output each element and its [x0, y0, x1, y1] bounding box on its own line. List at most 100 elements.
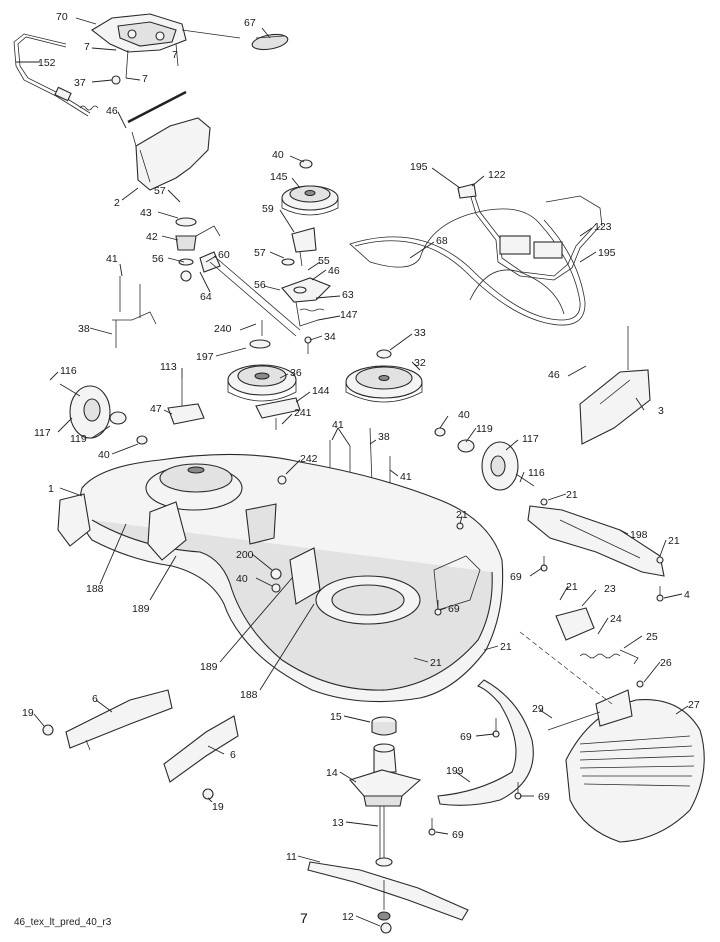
cable-152 [13, 33, 99, 117]
callout-41: 41 [106, 253, 118, 265]
callout-144: 144 [312, 385, 330, 397]
wheel-117-left [59, 383, 148, 445]
callout-123: 123 [594, 221, 612, 233]
callout-14: 14 [326, 767, 338, 779]
callout-32: 32 [414, 357, 426, 369]
callout-25: 25 [646, 631, 658, 643]
callout-12: 12 [342, 911, 354, 923]
bracket-144 [255, 397, 301, 430]
callout-29: 29 [532, 703, 544, 715]
callout-27: 27 [688, 699, 700, 711]
callout-42: 42 [146, 231, 158, 243]
callout-195: 195 [410, 161, 428, 173]
callout-56: 56 [152, 253, 164, 265]
idler-pulley-145 [281, 159, 339, 216]
callout-117: 117 [522, 433, 539, 445]
callout-195: 195 [598, 247, 616, 259]
callout-2: 2 [114, 197, 120, 209]
nut-37 [111, 75, 121, 85]
knob-67 [251, 33, 289, 51]
callout-55: 55 [318, 255, 330, 267]
callout-57: 57 [254, 247, 266, 259]
bolt-113-bracket-47 [167, 378, 205, 425]
callout-21: 21 [566, 581, 578, 593]
callout-3: 3 [658, 405, 664, 417]
callout-116: 116 [528, 467, 545, 479]
callout-189: 189 [200, 661, 218, 673]
callout-38: 38 [78, 323, 90, 335]
callout-38: 38 [378, 431, 390, 443]
idler-bracket-left [175, 217, 301, 337]
callout-21: 21 [430, 657, 442, 669]
belt-guard-2 [131, 117, 211, 191]
callout-21: 21 [500, 641, 512, 653]
callout-21: 21 [456, 509, 468, 521]
callout-119: 119 [70, 433, 87, 445]
callout-69: 69 [510, 571, 522, 583]
callout-56: 56 [254, 279, 266, 291]
blade-11 [307, 861, 469, 921]
wheel-117-right [434, 427, 535, 491]
callout-37: 37 [74, 77, 86, 89]
spring-rod [127, 90, 187, 124]
callout-240: 240 [214, 323, 232, 335]
callout-1: 1 [48, 483, 54, 495]
callout-34: 34 [324, 331, 336, 343]
callout-40: 40 [236, 573, 248, 585]
callout-117: 117 [34, 427, 51, 439]
callout-47: 47 [150, 403, 162, 415]
callout-23: 23 [604, 583, 616, 595]
callout-40: 40 [458, 409, 470, 421]
baffle-199 [437, 679, 534, 806]
callout-188: 188 [240, 689, 258, 701]
hardware-small [270, 475, 664, 934]
callout-19: 19 [22, 707, 34, 719]
callout-113: 113 [160, 361, 177, 373]
callout-7: 7 [172, 49, 178, 61]
callout-6: 6 [92, 693, 98, 705]
callout-21: 21 [566, 489, 578, 501]
callout-67: 67 [244, 17, 256, 29]
callout-36: 36 [290, 367, 302, 379]
callout-147: 147 [340, 309, 358, 321]
callout-69: 69 [452, 829, 464, 841]
callout-40: 40 [98, 449, 110, 461]
pulley-36 [227, 320, 297, 402]
callout-197: 197 [196, 351, 214, 363]
callout-199: 199 [446, 765, 464, 777]
callout-41: 41 [332, 419, 344, 431]
callout-69: 69 [538, 791, 550, 803]
idler-arm-55 [281, 277, 331, 354]
callout-241: 241 [294, 407, 312, 419]
mower-deck-housing-1 [57, 453, 504, 703]
callout-63: 63 [342, 289, 354, 301]
callout-60: 60 [218, 249, 230, 261]
callout-4: 4 [684, 589, 690, 601]
chute-bracket-23-spring-25 [519, 607, 639, 731]
callout-69: 69 [460, 731, 472, 743]
callout-19: 19 [212, 801, 224, 813]
callout-33: 33 [414, 327, 426, 339]
callout-145: 145 [270, 171, 288, 183]
callout-242: 242 [300, 453, 318, 465]
callout-41: 41 [400, 471, 412, 483]
callout-70: 70 [56, 11, 68, 23]
callout-7: 7 [84, 41, 90, 53]
callout-26: 26 [660, 657, 672, 669]
callout-15: 15 [330, 711, 342, 723]
spindle-assembly [349, 716, 422, 867]
callout-119: 119 [476, 423, 493, 435]
callout-189: 189 [132, 603, 150, 615]
callout-40: 40 [272, 149, 284, 161]
callout-198: 198 [630, 529, 648, 541]
callout-labels: 70 67 7 7 152 37 7 46 2 40 145 57 43 59 … [22, 11, 700, 923]
callout-116: 116 [60, 365, 77, 377]
callout-59: 59 [262, 203, 274, 215]
callout-43: 43 [140, 207, 152, 219]
lift-lever-assembly [91, 13, 241, 79]
page-number: 7 [300, 910, 308, 926]
idler-arm-59 [281, 227, 317, 267]
callout-21: 21 [668, 535, 680, 547]
callout-152: 152 [38, 57, 56, 69]
